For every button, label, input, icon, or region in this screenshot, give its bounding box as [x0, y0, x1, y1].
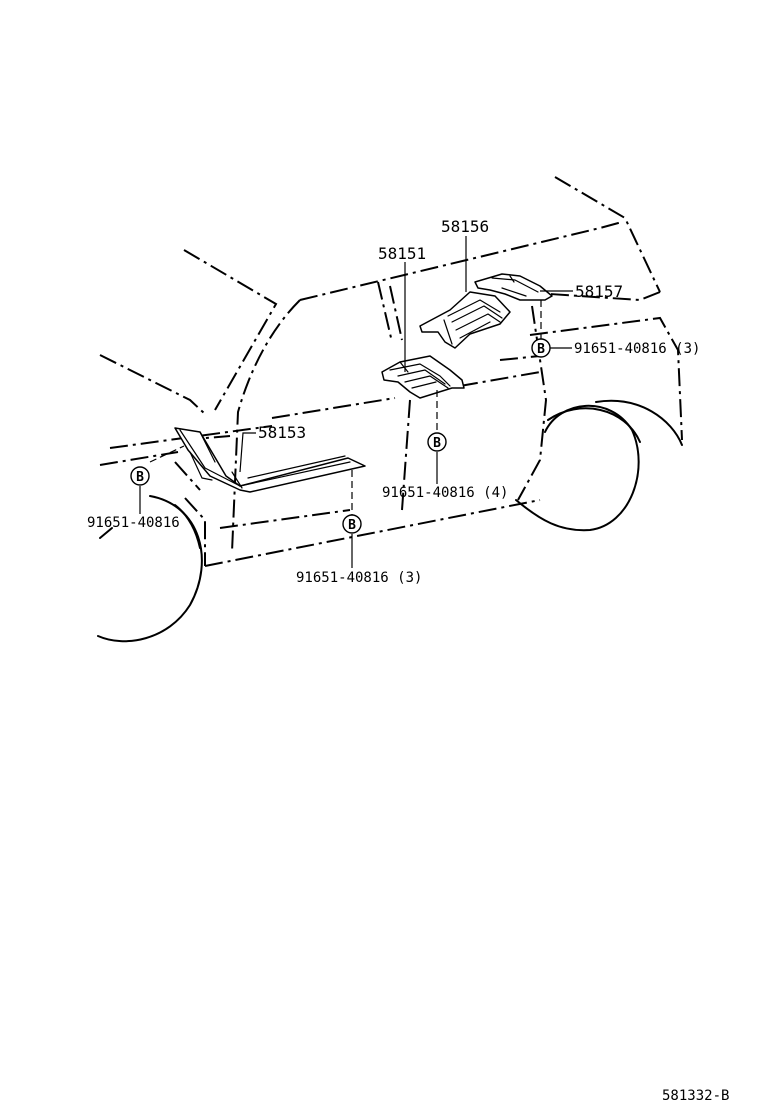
clip-marker-rear-label: B	[537, 342, 545, 357]
part-label-58157[interactable]: 58157	[575, 282, 623, 301]
part-58151-shape	[381, 355, 465, 399]
part-58153-shape	[174, 427, 366, 493]
clip-marker-front-label: B	[136, 470, 144, 485]
clip-marker-bottom: B	[342, 514, 362, 534]
wheel-arches	[97, 399, 683, 643]
fastener-label-rear[interactable]: 91651-40816 (3)	[574, 341, 700, 357]
clip-marker-center: B	[427, 432, 447, 452]
part-58157-shape	[474, 273, 553, 301]
clip-marker-front: B	[130, 466, 150, 486]
part-58156-shape	[419, 291, 511, 349]
clip-marker-center-label: B	[433, 436, 441, 451]
leader-lines	[139, 236, 573, 568]
part-label-58151[interactable]: 58151	[378, 244, 426, 263]
part-label-58153[interactable]: 58153	[258, 423, 306, 442]
clip-marker-bottom-label: B	[348, 518, 356, 533]
fastener-label-center[interactable]: 91651-40816 (4)	[382, 485, 508, 501]
diagram-id: 581332-B	[662, 1088, 729, 1104]
clip-marker-rear: B	[531, 338, 551, 358]
fastener-label-front[interactable]: 91651-40816	[87, 515, 180, 531]
fastener-label-bottom[interactable]: 91651-40816 (3)	[296, 570, 422, 586]
part-label-58156[interactable]: 58156	[441, 217, 489, 236]
